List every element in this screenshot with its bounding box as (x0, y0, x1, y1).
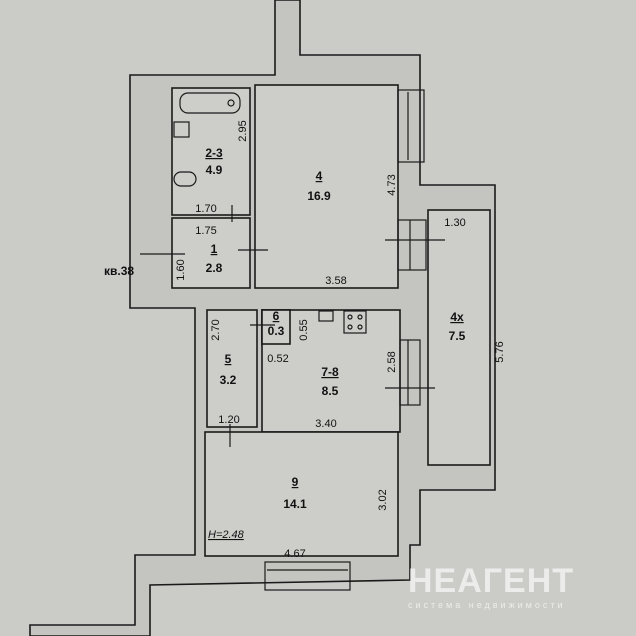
dimension: 1.70 (195, 203, 216, 215)
room-6-box (261, 309, 291, 345)
dimension: 1.60 (175, 259, 187, 280)
dimension: 1.30 (444, 217, 465, 229)
room-number: 5 (225, 352, 232, 366)
room-5 (206, 309, 258, 428)
fixtures (173, 92, 367, 334)
neighbor-apartment-label: кв.38 (104, 264, 134, 278)
ceiling-height-label: Н=2.48 (208, 529, 245, 541)
room-area: 7.5 (449, 329, 466, 343)
room-number: 7-8 (321, 365, 339, 379)
dimension: 4.73 (386, 174, 398, 195)
kitchen-sink-icon (318, 310, 334, 322)
dimension-labels: 2.95 1.70 1.75 1.60 4.73 3.58 1.30 5.76 … (175, 120, 506, 560)
room-number: 9 (292, 475, 299, 489)
dimension: 3.40 (315, 418, 336, 430)
stove-icon (343, 310, 367, 334)
room-area: 4.9 (206, 163, 223, 177)
watermark-brand: НЕАГЕНТ (408, 562, 574, 600)
dimension: 3.58 (325, 275, 346, 287)
room-area: 0.3 (268, 324, 285, 338)
dimension: 5.76 (494, 341, 506, 362)
sink-icon (173, 121, 190, 138)
dimension: 1.75 (195, 225, 216, 237)
walls (29, 0, 496, 636)
room-number: 4х (450, 310, 464, 324)
toilet-icon (173, 171, 197, 187)
room-area: 16.9 (307, 189, 331, 203)
room-number: 2-3 (205, 146, 223, 160)
room-area: 2.8 (206, 261, 223, 275)
room-9 (204, 431, 399, 557)
room-number: 6 (273, 309, 280, 323)
dimension: 4.67 (284, 548, 305, 560)
room-number: 1 (211, 242, 218, 256)
watermark-tagline: система недвижимости (408, 600, 565, 610)
room-4 (254, 84, 399, 289)
dimension: 0.55 (298, 319, 310, 340)
dimension: 2.70 (210, 319, 222, 340)
room-number: 4 (316, 169, 323, 183)
openings (140, 89, 445, 591)
dimension: 2.58 (386, 351, 398, 372)
room-2-3 (171, 87, 251, 216)
dimension: 0.52 (267, 353, 288, 365)
room-1 (171, 217, 251, 289)
dimension: 3.02 (377, 489, 389, 510)
dimension: 2.95 (237, 120, 249, 141)
room-area: 8.5 (322, 384, 339, 398)
room-area: 14.1 (283, 497, 307, 511)
dimension: 1.20 (218, 414, 239, 426)
room-4x (427, 209, 491, 466)
room-labels: 2-3 4.9 4 16.9 1 2.8 4х 7.5 6 0.3 5 3.2 … (205, 146, 465, 511)
room-area: 3.2 (220, 373, 237, 387)
bathtub-icon (179, 92, 241, 114)
